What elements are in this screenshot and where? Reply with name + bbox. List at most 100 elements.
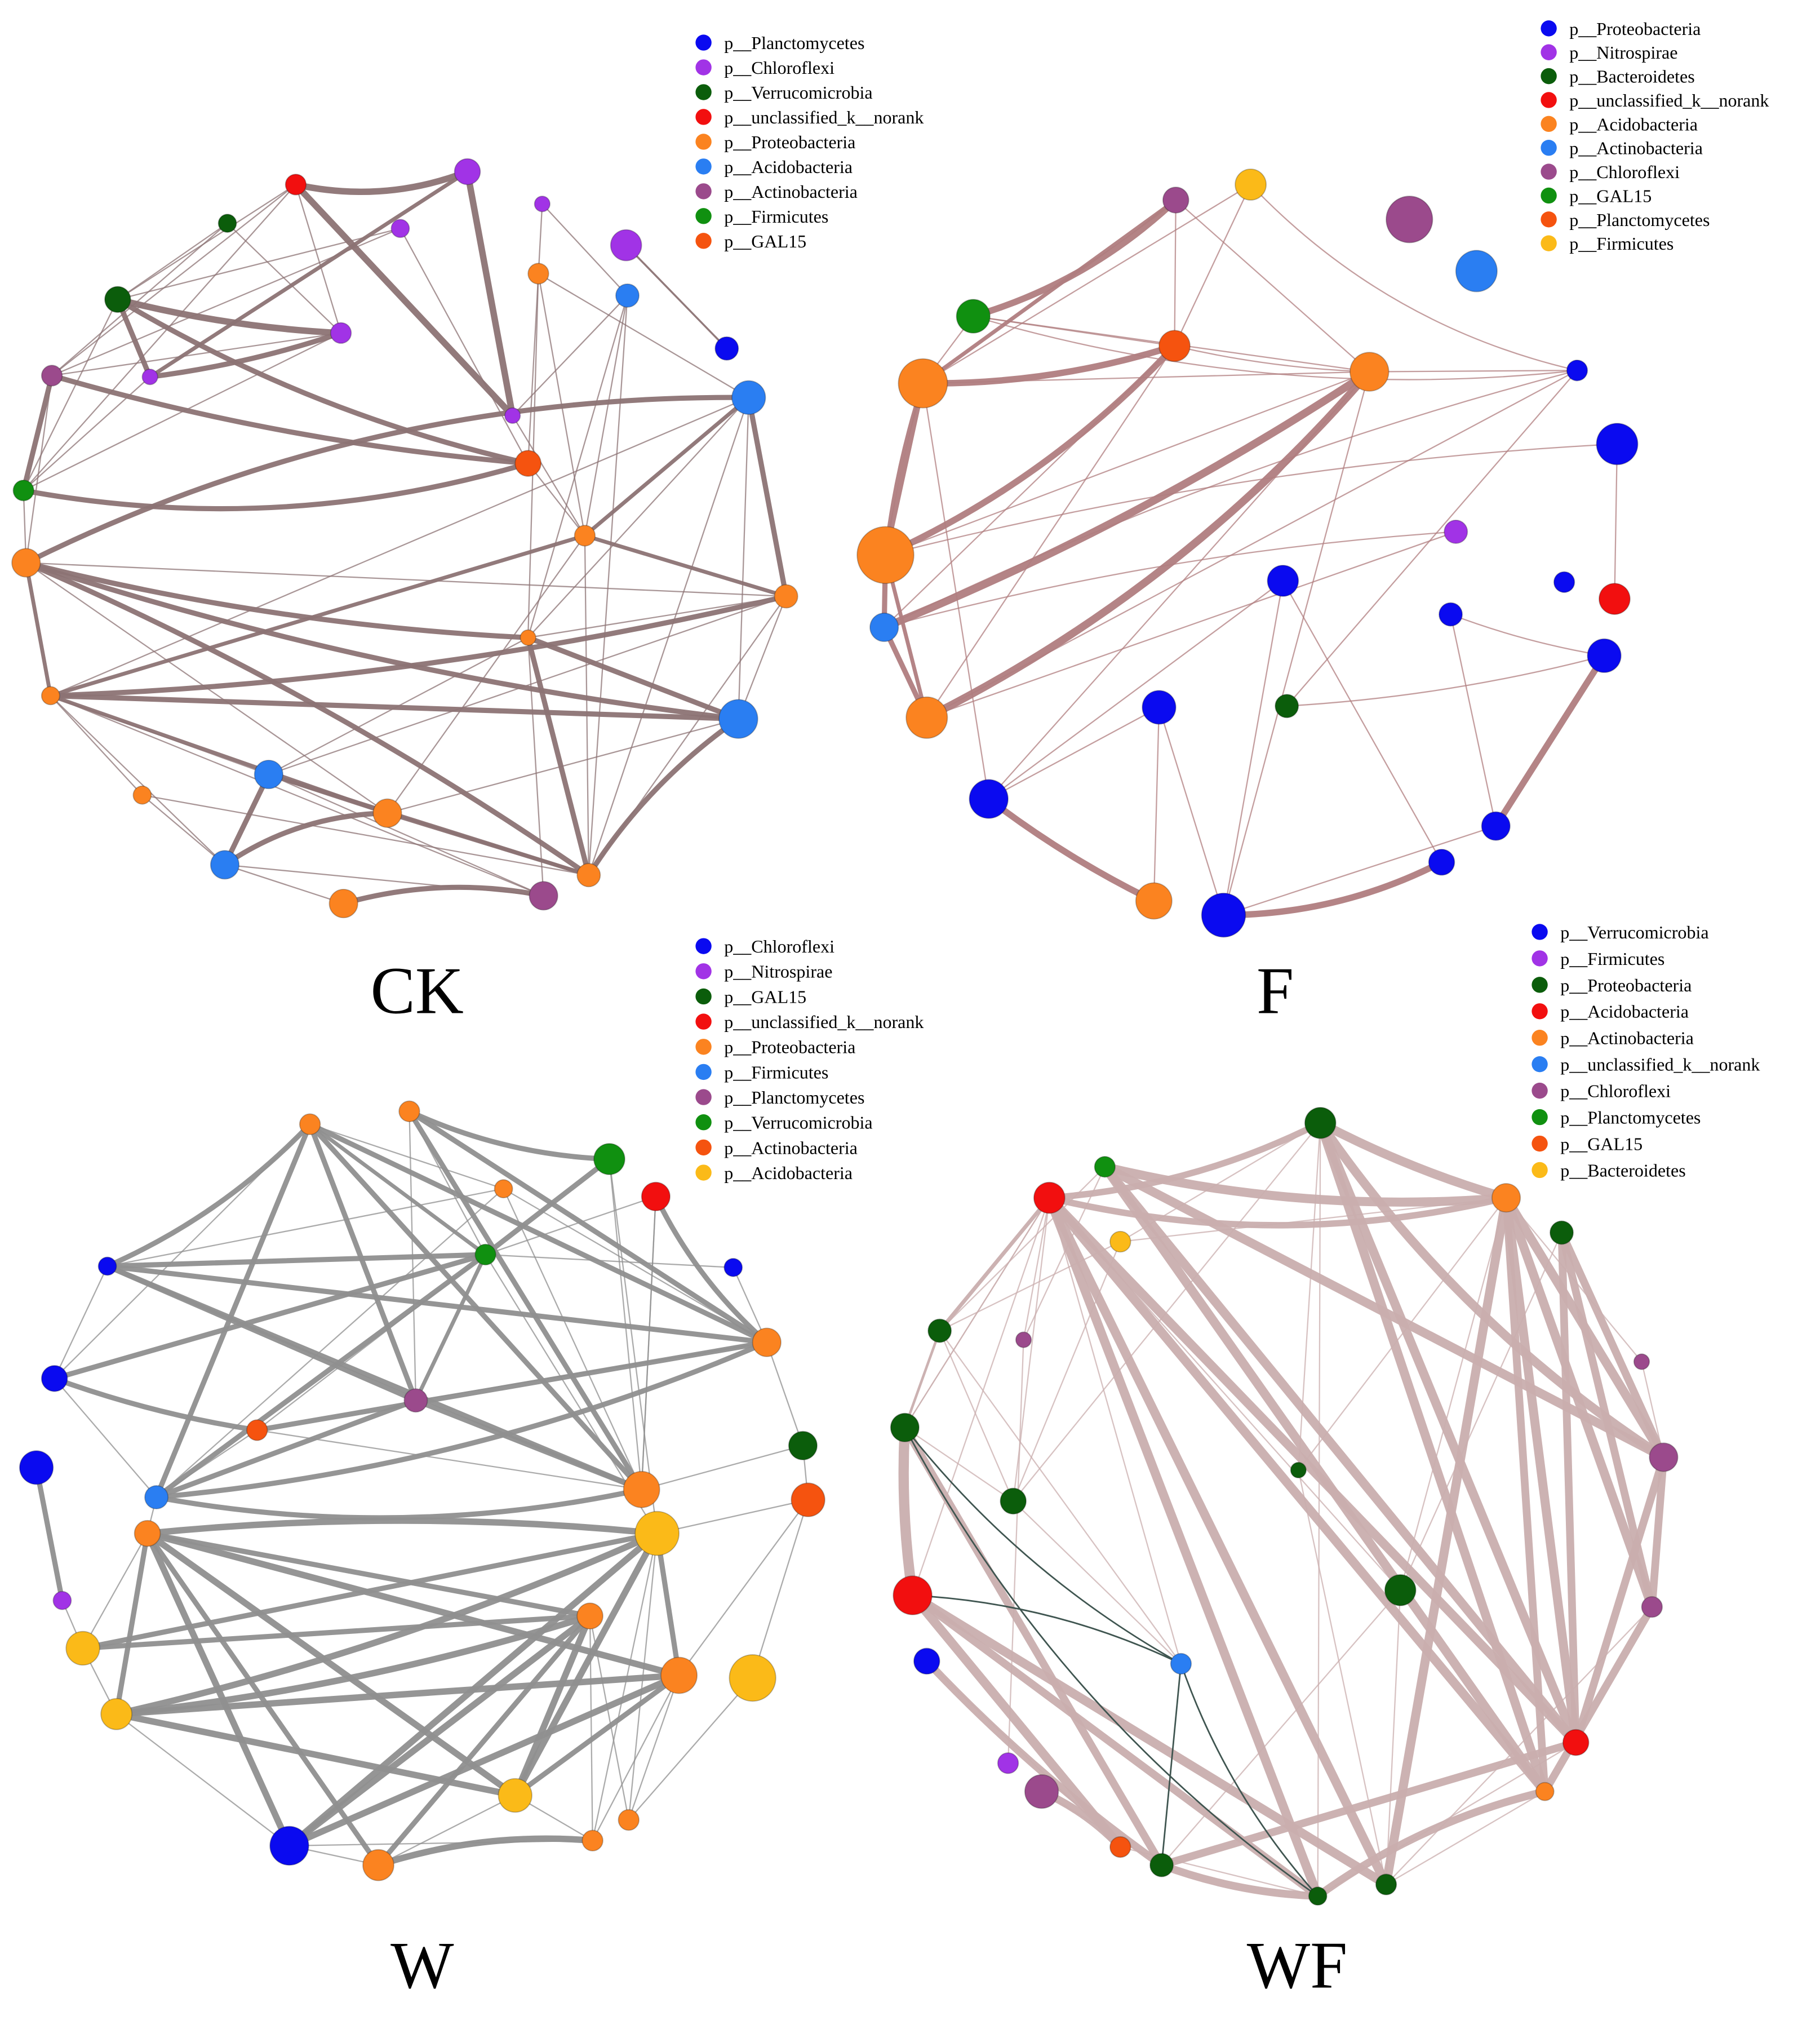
legend-dot xyxy=(1532,1162,1548,1179)
legend-label: p__Proteobacteria xyxy=(724,132,855,152)
network-node xyxy=(254,759,283,790)
network-edge xyxy=(1557,1229,1580,1747)
network-node xyxy=(41,365,63,387)
network-node xyxy=(454,158,481,185)
network-edge xyxy=(292,168,471,196)
legend-dot xyxy=(1541,211,1557,228)
network-edge xyxy=(254,1340,770,1433)
network-node xyxy=(1149,1853,1174,1877)
network-edge xyxy=(51,223,228,376)
network-edge xyxy=(1223,825,1497,916)
legend: p__Planctomycetesp__Chloroflexip__Verruc… xyxy=(695,33,924,251)
network-edge xyxy=(1316,1118,1581,1747)
network-edge xyxy=(904,1197,1050,1428)
network-node xyxy=(529,881,558,911)
network-edge xyxy=(926,345,1175,719)
network-edge xyxy=(154,1340,770,1500)
network-node xyxy=(997,1752,1019,1774)
node-layer xyxy=(890,1106,1679,1906)
network-edge xyxy=(512,295,628,417)
network-node xyxy=(1375,1873,1397,1895)
network-edge xyxy=(113,1711,518,1799)
network-node xyxy=(898,358,948,409)
legend-label: p__Planctomycetes xyxy=(724,1087,864,1108)
network-node xyxy=(1649,1442,1679,1472)
network-edge xyxy=(1045,1193,1581,1747)
network-edge xyxy=(985,795,1157,905)
network-node xyxy=(362,1849,394,1881)
network-edge xyxy=(1298,1122,1321,1471)
network-node xyxy=(1481,811,1511,841)
network-edge xyxy=(1492,652,1608,830)
network-node xyxy=(1587,638,1622,674)
network-edge-negative xyxy=(912,1594,1182,1665)
network-node xyxy=(1308,1886,1328,1906)
legend-dot xyxy=(1541,187,1557,204)
network-edge xyxy=(525,635,741,722)
network-node xyxy=(19,1450,54,1485)
network-edge xyxy=(54,1377,157,1498)
network-node xyxy=(217,214,237,233)
network-edge xyxy=(628,1677,753,1821)
edge-layer xyxy=(34,1109,809,1868)
network-node xyxy=(299,1113,321,1135)
network-edge xyxy=(678,1499,809,1676)
legend-label: p__Firmicutes xyxy=(724,206,828,227)
network-edge-negative xyxy=(904,1427,1182,1665)
network-edge xyxy=(538,273,749,398)
network-node xyxy=(504,407,521,424)
network-node xyxy=(390,219,410,238)
network-edge xyxy=(512,1672,682,1798)
network-edge xyxy=(25,375,53,564)
network-edge xyxy=(23,560,592,878)
legend-label: p__Chloroflexi xyxy=(1560,1081,1671,1101)
network-edge xyxy=(588,295,628,876)
network-edge xyxy=(1317,1122,1321,1897)
network-edge xyxy=(939,1166,1106,1332)
network-edge xyxy=(1286,655,1605,707)
network-edge-negative xyxy=(1180,1663,1319,1897)
legend-label: p__Actinobacteria xyxy=(1569,138,1703,158)
network-node xyxy=(494,1179,513,1199)
network-node xyxy=(729,1654,776,1702)
network-edge xyxy=(904,1427,1014,1502)
network-node xyxy=(210,850,240,880)
network-edge xyxy=(341,884,547,906)
network-edge xyxy=(584,535,589,876)
panel-wf: p__Verrucomicrobiap__Firmicutesp__Proteo… xyxy=(890,922,1760,2003)
network-edge xyxy=(641,1445,804,1490)
network-node xyxy=(1386,196,1433,243)
network-node xyxy=(41,1365,68,1392)
network-node xyxy=(1596,423,1639,466)
network-edge xyxy=(912,1197,1050,1596)
network-edge xyxy=(920,343,1178,387)
legend-dot xyxy=(1541,163,1557,180)
network-node xyxy=(403,1388,428,1413)
legend-label: p__Verrucomicrobia xyxy=(1560,922,1708,942)
legend-dot xyxy=(695,208,712,224)
network-edge xyxy=(24,561,53,698)
network-node xyxy=(956,299,991,334)
panel-label: CK xyxy=(370,954,463,1028)
network-node xyxy=(593,1143,625,1175)
network-edge xyxy=(1023,1197,1050,1341)
legend-dot xyxy=(1541,68,1557,85)
network-edge xyxy=(54,1265,108,1379)
network-node xyxy=(1109,1230,1131,1253)
network-node xyxy=(913,1647,940,1675)
network-node xyxy=(615,283,640,308)
network-edge xyxy=(113,1530,660,1717)
network-edge xyxy=(1161,1589,1401,1866)
legend-dot xyxy=(1541,44,1557,60)
network-edge xyxy=(267,772,591,878)
network-edge xyxy=(1316,1118,1668,1462)
network-edge xyxy=(307,1122,419,1403)
network-edge xyxy=(939,1330,1182,1665)
legend-dot xyxy=(1532,924,1548,940)
network-edge xyxy=(23,184,297,491)
legend: p__Proteobacteriap__Nitrospiraep__Bacter… xyxy=(1541,19,1769,254)
network-edge xyxy=(52,1252,489,1381)
legend-label: p__Planctomycetes xyxy=(724,33,864,53)
network-node xyxy=(791,1482,825,1517)
